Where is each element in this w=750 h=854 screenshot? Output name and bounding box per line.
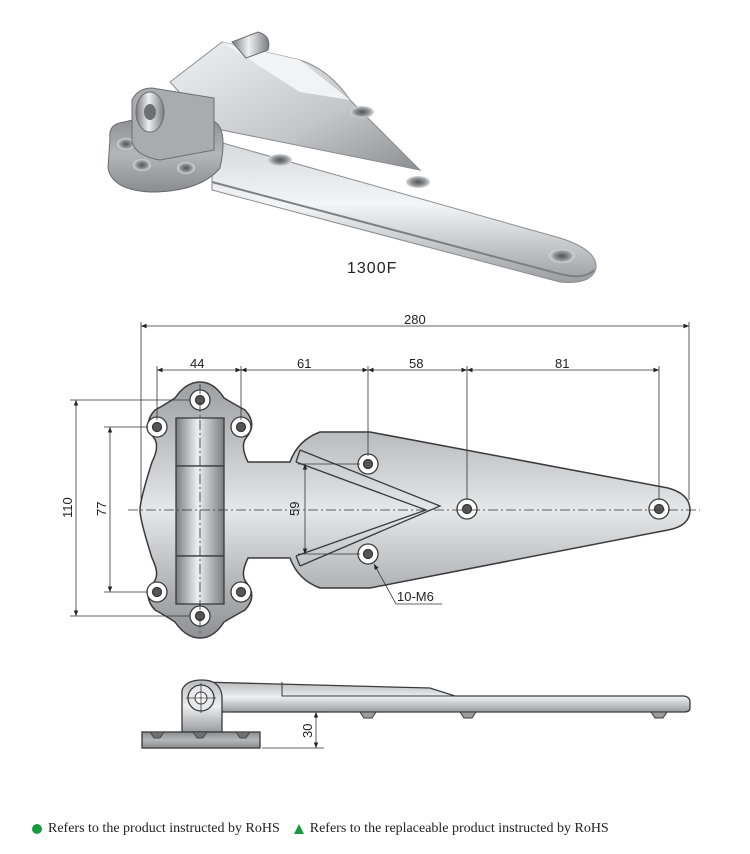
photo-hole: [133, 159, 151, 171]
legend-rohs-text: Refers to the product instructed by RoHS: [48, 821, 280, 836]
model-label: 1300F: [347, 260, 397, 277]
photo-hole: [117, 138, 135, 150]
side-view: [141, 679, 691, 749]
dim-30: 30: [300, 724, 315, 738]
photo-hole: [549, 249, 575, 263]
top-view: [128, 381, 700, 639]
legend: Refers to the product instructed by RoHS…: [32, 821, 609, 837]
green-triangle-icon: [293, 824, 304, 834]
dim-59: 59: [287, 502, 302, 516]
photo-hole: [177, 162, 195, 174]
green-dot-icon: [32, 824, 42, 834]
dim-81: 81: [555, 356, 569, 371]
dim-110: 110: [60, 497, 75, 518]
photo-hole: [268, 154, 292, 166]
dim-61: 61: [297, 356, 311, 371]
hole-callout: 10-M6: [397, 589, 434, 604]
dim-280: 280: [404, 312, 426, 327]
dimension-lines: [70, 322, 690, 617]
dim-77: 77: [94, 502, 109, 516]
product-photo: [107, 31, 597, 283]
photo-hole: [406, 176, 430, 188]
dim-58: 58: [409, 356, 423, 371]
dim-44: 44: [190, 356, 204, 371]
photo-hole: [350, 106, 374, 118]
legend-replaceable-text: Refers to the replaceable product instru…: [309, 821, 609, 836]
